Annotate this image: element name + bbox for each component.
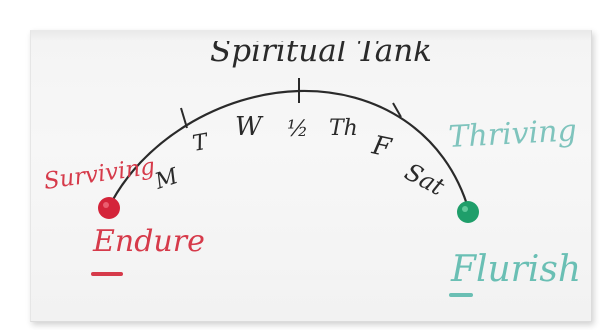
day-label-saturday: Sat	[400, 158, 449, 202]
day-label-midweek: ½	[287, 117, 308, 142]
green-magnet-dot	[457, 201, 479, 223]
thriving-label: Thriving	[448, 113, 578, 155]
day-label-wednesday: W	[235, 112, 264, 142]
red-magnet-dot	[98, 197, 120, 219]
tick-mark	[392, 102, 402, 118]
whiteboard-top-edge	[31, 31, 591, 41]
green-dot-highlight	[462, 206, 468, 212]
tick-mark	[180, 107, 188, 129]
red-dot-highlight	[103, 202, 109, 208]
flurish-label: Flurish	[450, 249, 581, 290]
whiteboard-drawing: Spiritual Tank M T W ½ Th F Sat Survivin…	[42, 33, 587, 297]
endure-label: Endure	[92, 224, 205, 259]
whiteboard-photo: Spiritual Tank M T W ½ Th F Sat Survivin…	[30, 30, 592, 322]
day-label-friday: F	[369, 130, 395, 164]
surviving-label: Surviving	[42, 154, 156, 195]
day-label-tuesday: T	[191, 129, 212, 157]
day-label-thursday: Th	[329, 116, 358, 141]
